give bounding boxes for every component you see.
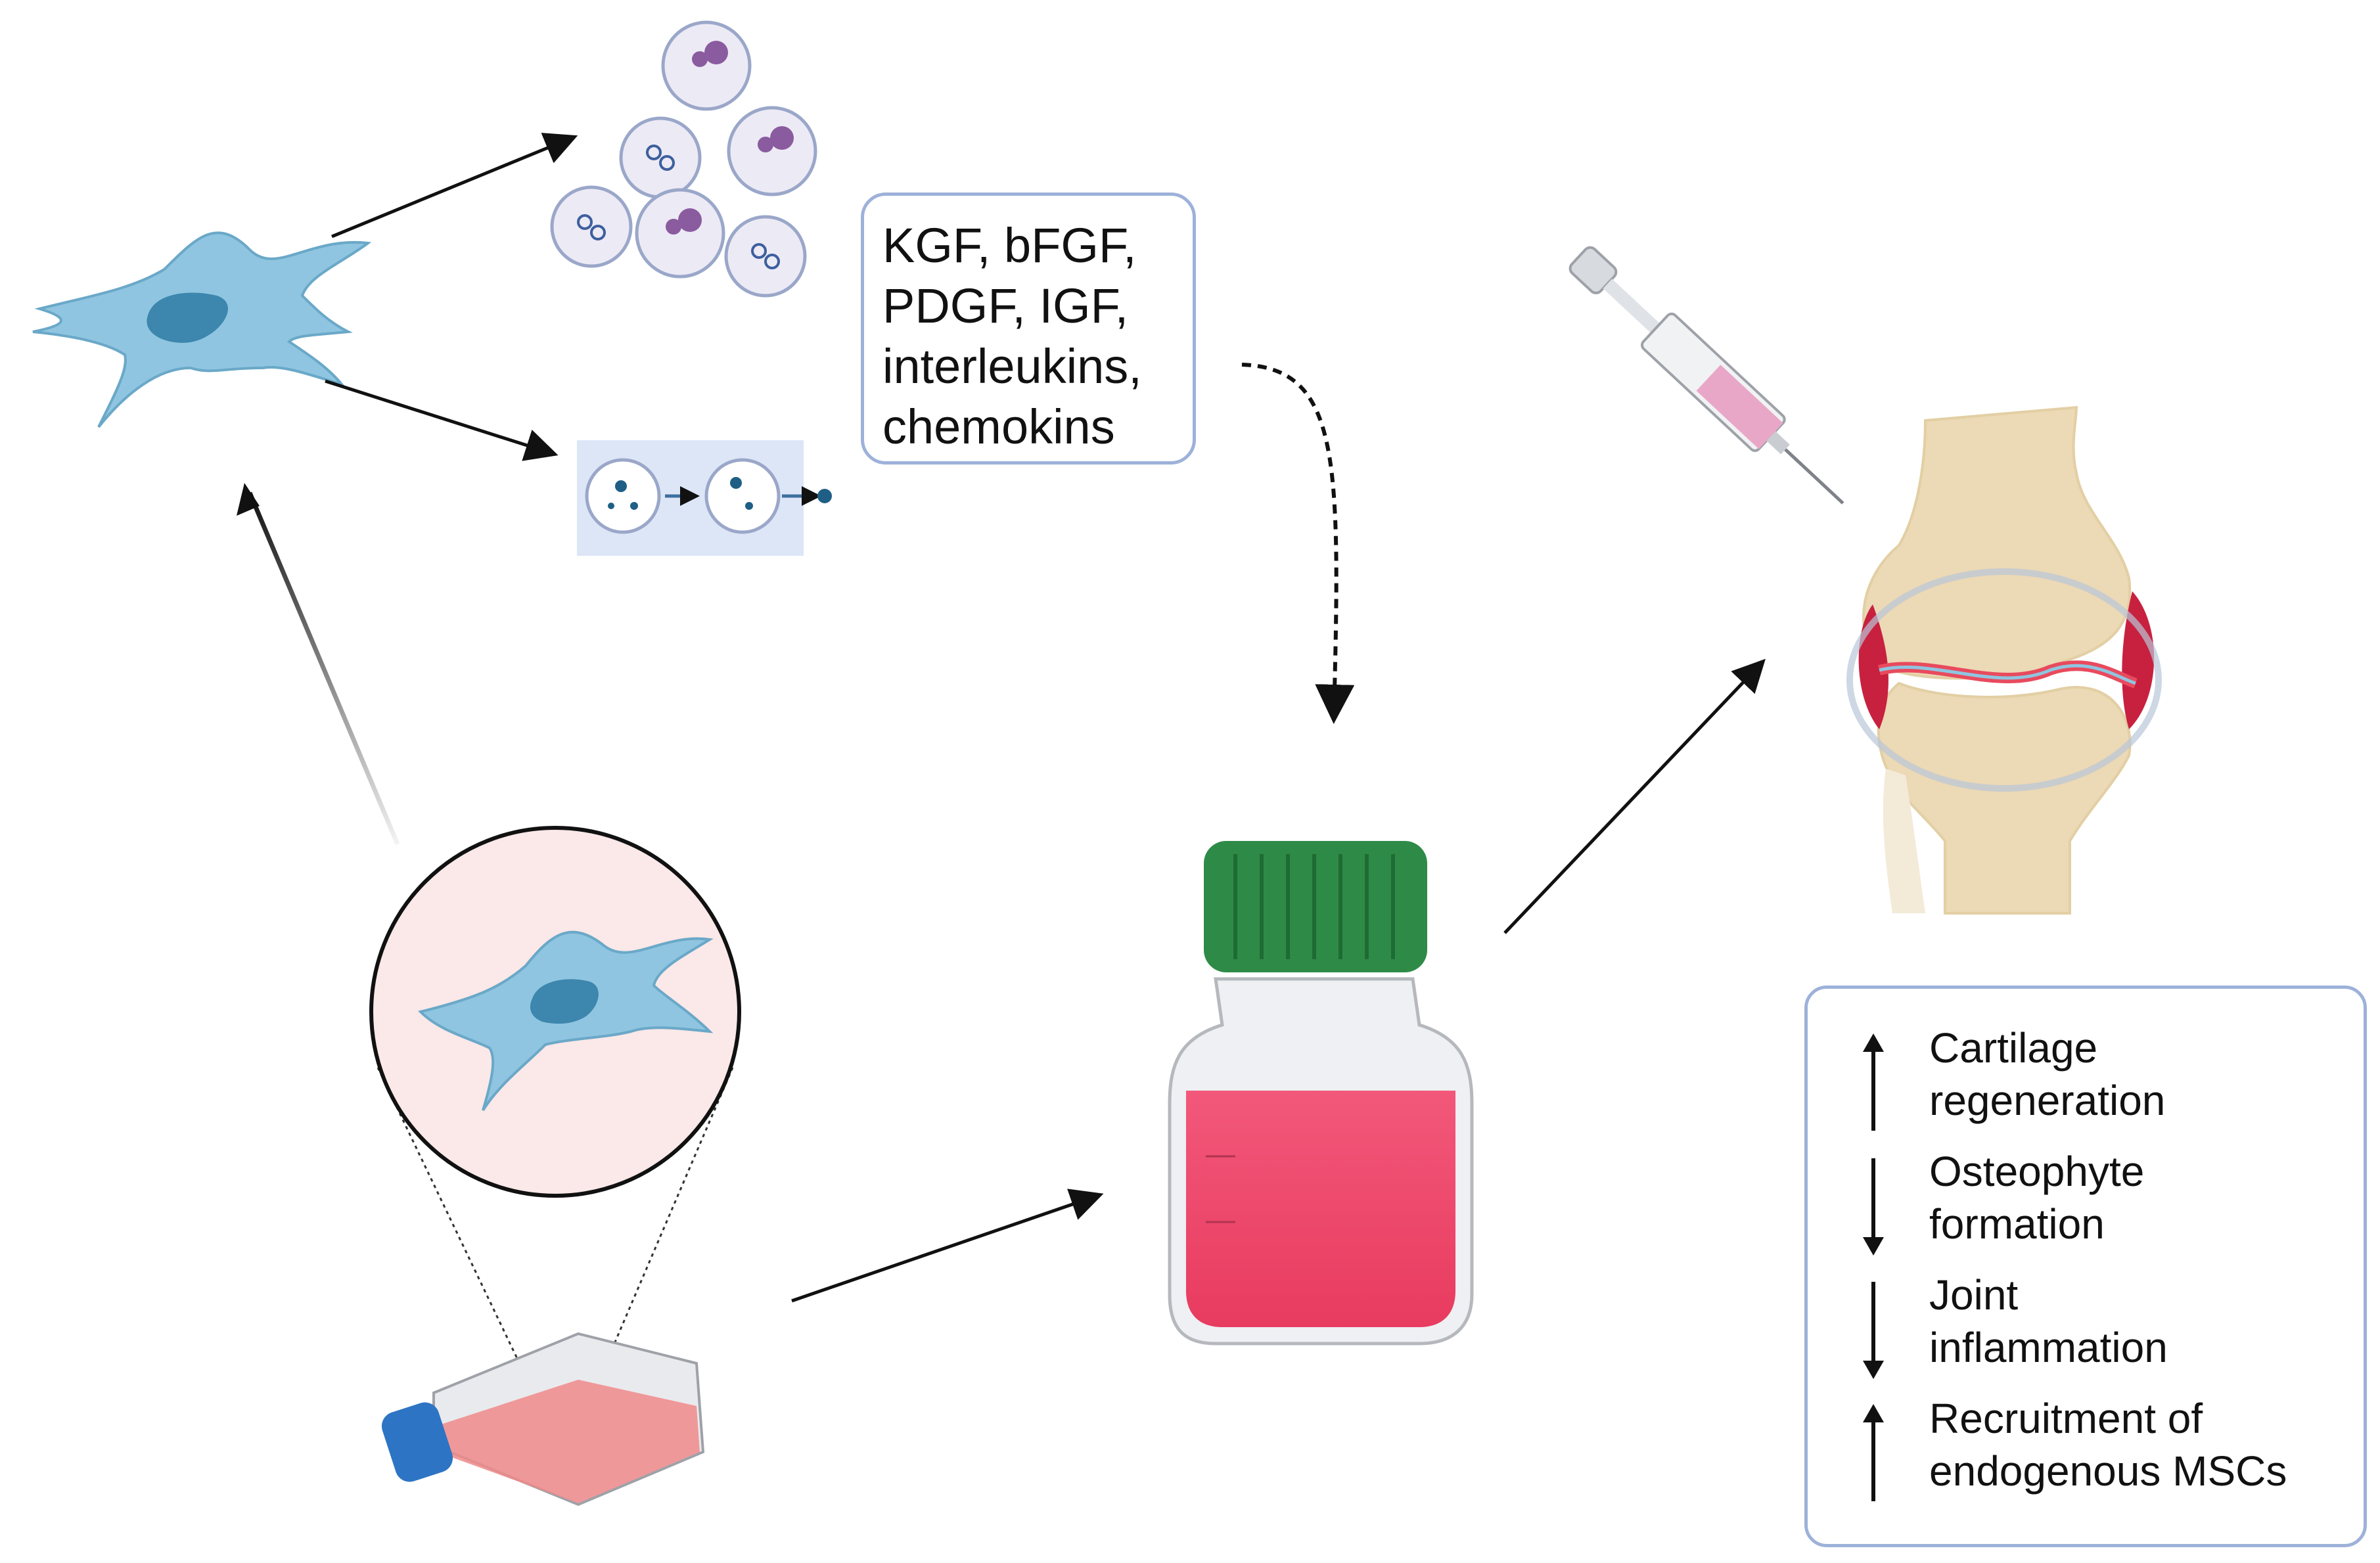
culture-flask bbox=[381, 1332, 705, 1506]
knee-joint bbox=[1846, 405, 2162, 915]
factor-line: KGF, bFGF, bbox=[882, 218, 1137, 273]
outcome-text: Recruitment of bbox=[1929, 1395, 2203, 1442]
outcomes-box: Cartilage regeneration Osteophyte format… bbox=[1804, 985, 2367, 1547]
outcome-text: formation bbox=[1929, 1200, 2105, 1248]
arrow-flask-to-cell bbox=[247, 491, 400, 846]
arrow-cell-to-vesicles bbox=[325, 379, 559, 461]
outcome-item: Recruitment of endogenous MSCs bbox=[1808, 1392, 2364, 1510]
outcome-item: Joint inflammation bbox=[1808, 1269, 2364, 1387]
dashed-arrow-factors-to-medium bbox=[1241, 363, 1355, 724]
outcome-text: Cartilage bbox=[1929, 1024, 2098, 1072]
outcome-item: Cartilage regeneration bbox=[1808, 1022, 2364, 1140]
syringe bbox=[1568, 246, 1844, 505]
growth-factors-text: KGF, bFGF, PDGF, IGF, interleukins, chem… bbox=[882, 215, 1191, 457]
conditioned-medium-bottle bbox=[1168, 841, 1474, 1346]
outcome-label: Joint inflammation bbox=[1929, 1269, 2168, 1374]
outcome-label: Cartilage regeneration bbox=[1929, 1022, 2165, 1127]
arrow-medium-to-knee bbox=[1503, 658, 1766, 934]
outcome-text: inflammation bbox=[1929, 1324, 2168, 1371]
vesicle-cluster bbox=[550, 20, 817, 298]
outcome-label: Osteophyte formation bbox=[1929, 1145, 2144, 1250]
arrow-flask-to-medium bbox=[791, 1189, 1104, 1303]
zoom-circle-msc bbox=[369, 826, 741, 1459]
outcome-label: Recruitment of endogenous MSCs bbox=[1929, 1392, 2287, 1497]
outcome-text: endogenous MSCs bbox=[1929, 1447, 2287, 1495]
growth-factors-box: KGF, bFGF, PDGF, IGF, interleukins, chem… bbox=[861, 193, 1196, 464]
up-arrow-icon bbox=[1863, 1404, 1884, 1501]
exocytosis-panel bbox=[577, 440, 832, 556]
outcome-text: Joint bbox=[1929, 1271, 2019, 1319]
down-arrow-icon bbox=[1863, 1158, 1884, 1256]
factor-line: interleukins, bbox=[882, 339, 1142, 394]
outcome-text: regeneration bbox=[1929, 1077, 2166, 1124]
outcome-item: Osteophyte formation bbox=[1808, 1145, 2364, 1263]
factor-line: PDGF, IGF, bbox=[882, 279, 1129, 333]
msc-cell-top bbox=[32, 231, 372, 428]
down-arrow-icon bbox=[1863, 1282, 1884, 1379]
up-arrow-icon bbox=[1863, 1033, 1884, 1131]
outcome-text: Osteophyte bbox=[1929, 1148, 2145, 1195]
arrow-cell-to-exosomes bbox=[331, 133, 578, 238]
factor-line: chemokins bbox=[882, 399, 1115, 454]
